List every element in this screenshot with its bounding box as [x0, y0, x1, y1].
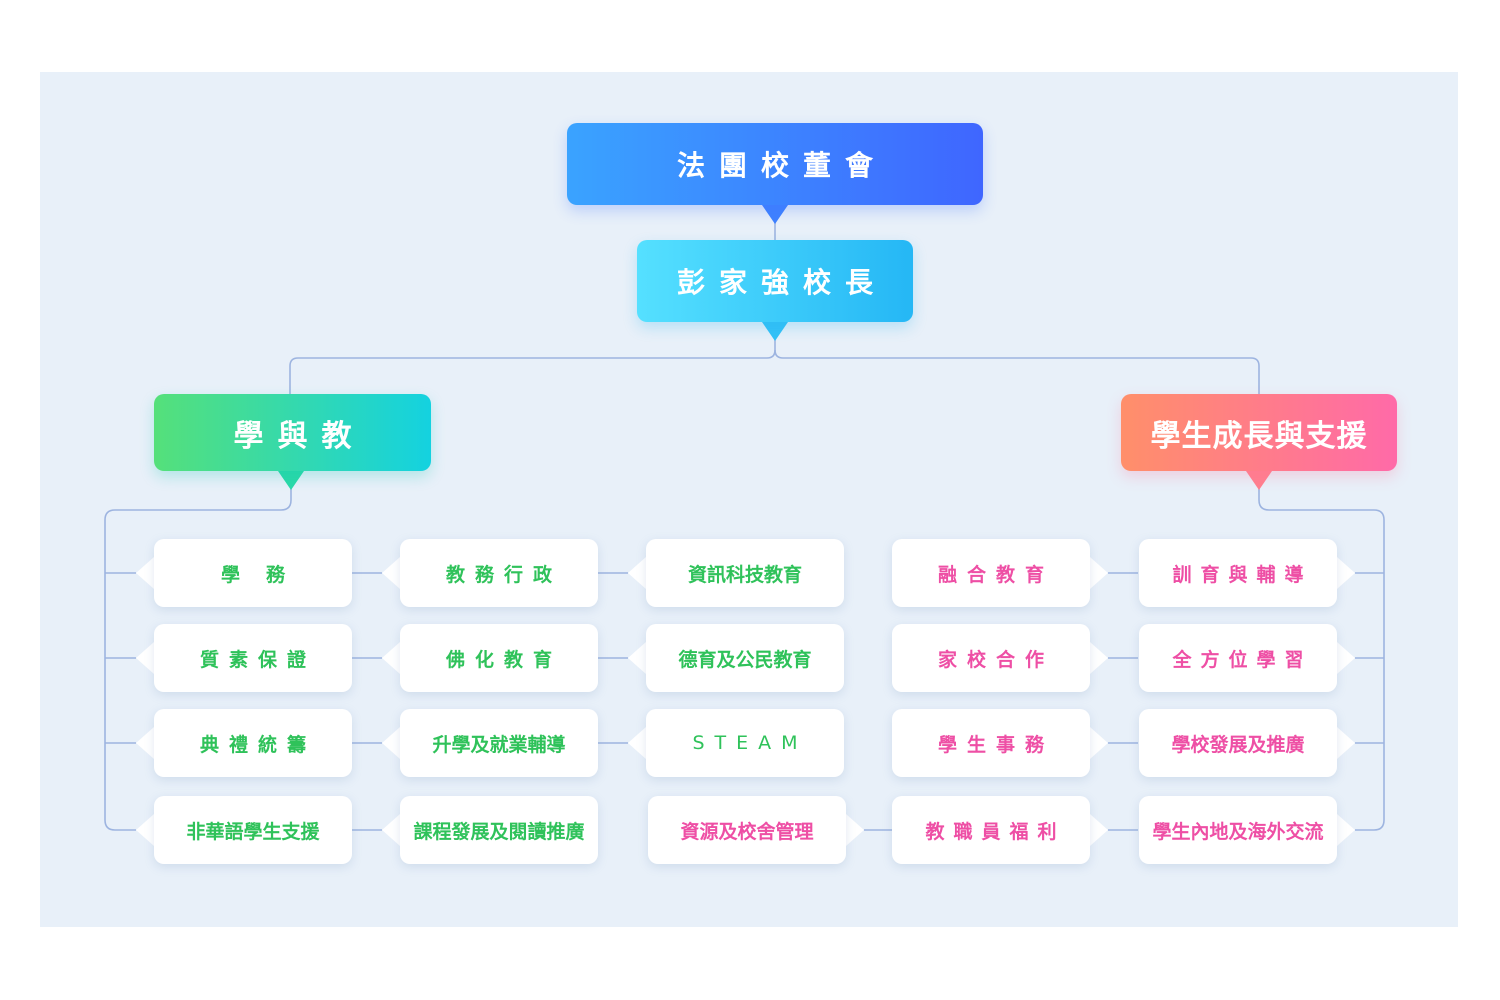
leaf-node: 課程發展及閱讀推廣: [400, 796, 598, 864]
leaf-label: 教務行政: [445, 563, 562, 586]
leaf-node: 資源及校舍管理: [648, 796, 846, 864]
leaf-label: 質素保證: [199, 648, 316, 671]
leaf-node: 資訊科技教育: [646, 539, 844, 607]
leaf-label: 德育及公民教育: [678, 648, 812, 671]
leaf-node: 教務行政: [400, 539, 598, 607]
leaf-node: 學生內地及海外交流: [1139, 796, 1337, 864]
leaf-node: 學生事務: [892, 709, 1090, 777]
leaf-node: 融合教育: [892, 539, 1090, 607]
board-node: 法團校董會: [567, 123, 983, 205]
leaf-label: 家校合作: [937, 648, 1054, 671]
chart-background: [40, 72, 1458, 927]
leaf-label: 資源及校舍管理: [680, 820, 814, 843]
leaf-node: 德育及公民教育: [646, 624, 844, 692]
principal-node: 彭家強校長: [637, 240, 913, 322]
leaf-node: 非華語學生支援: [154, 796, 352, 864]
leaf-node: 典禮統籌: [154, 709, 352, 777]
leaf-node: 升學及就業輔導: [400, 709, 598, 777]
leaf-label: 訓育與輔導: [1172, 563, 1313, 586]
growth-branch-node: 學生成長與支援: [1121, 394, 1397, 471]
leaf-label: 學生內地及海外交流: [1152, 820, 1324, 843]
board-label: 法團校董會: [676, 149, 887, 182]
leaf-node: 質素保證: [154, 624, 352, 692]
leaf-label: 佛化教育: [445, 648, 562, 671]
leaf-label: 學生事務: [937, 733, 1054, 756]
leaf-label: 資訊科技教育: [687, 563, 802, 586]
leaf-label: 課程發展及閱讀推廣: [413, 820, 585, 843]
leaf-node: 佛化教育: [400, 624, 598, 692]
leaf-node: 教職員福利: [892, 796, 1090, 864]
leaf-node: 訓育與輔導: [1139, 539, 1337, 607]
principal-label: 彭家強校長: [676, 266, 887, 299]
learning-branch-label: 學與教: [233, 418, 366, 454]
leaf-node: 學校發展及推廣: [1139, 709, 1337, 777]
leaf-label: 學校發展及推廣: [1171, 733, 1305, 756]
leaf-label: 教職員福利: [925, 820, 1066, 843]
leaf-label: 融合教育: [937, 563, 1054, 586]
leaf-label: 全方位學習: [1172, 648, 1313, 671]
leaf-node: 全方位學習: [1139, 624, 1337, 692]
leaf-label: 升學及就業輔導: [432, 733, 566, 756]
leaf-node: 家校合作: [892, 624, 1090, 692]
leaf-label: 典禮統籌: [199, 733, 316, 756]
leaf-label: STEAM: [692, 732, 808, 754]
growth-branch-label: 學生成長與支援: [1150, 418, 1368, 454]
learning-branch-node: 學與教: [154, 394, 431, 471]
leaf-node: STEAM: [646, 709, 844, 777]
leaf-node: 學務: [154, 539, 352, 607]
leaf-label: 學務: [220, 563, 311, 586]
leaf-label: 非華語學生支援: [186, 820, 320, 843]
